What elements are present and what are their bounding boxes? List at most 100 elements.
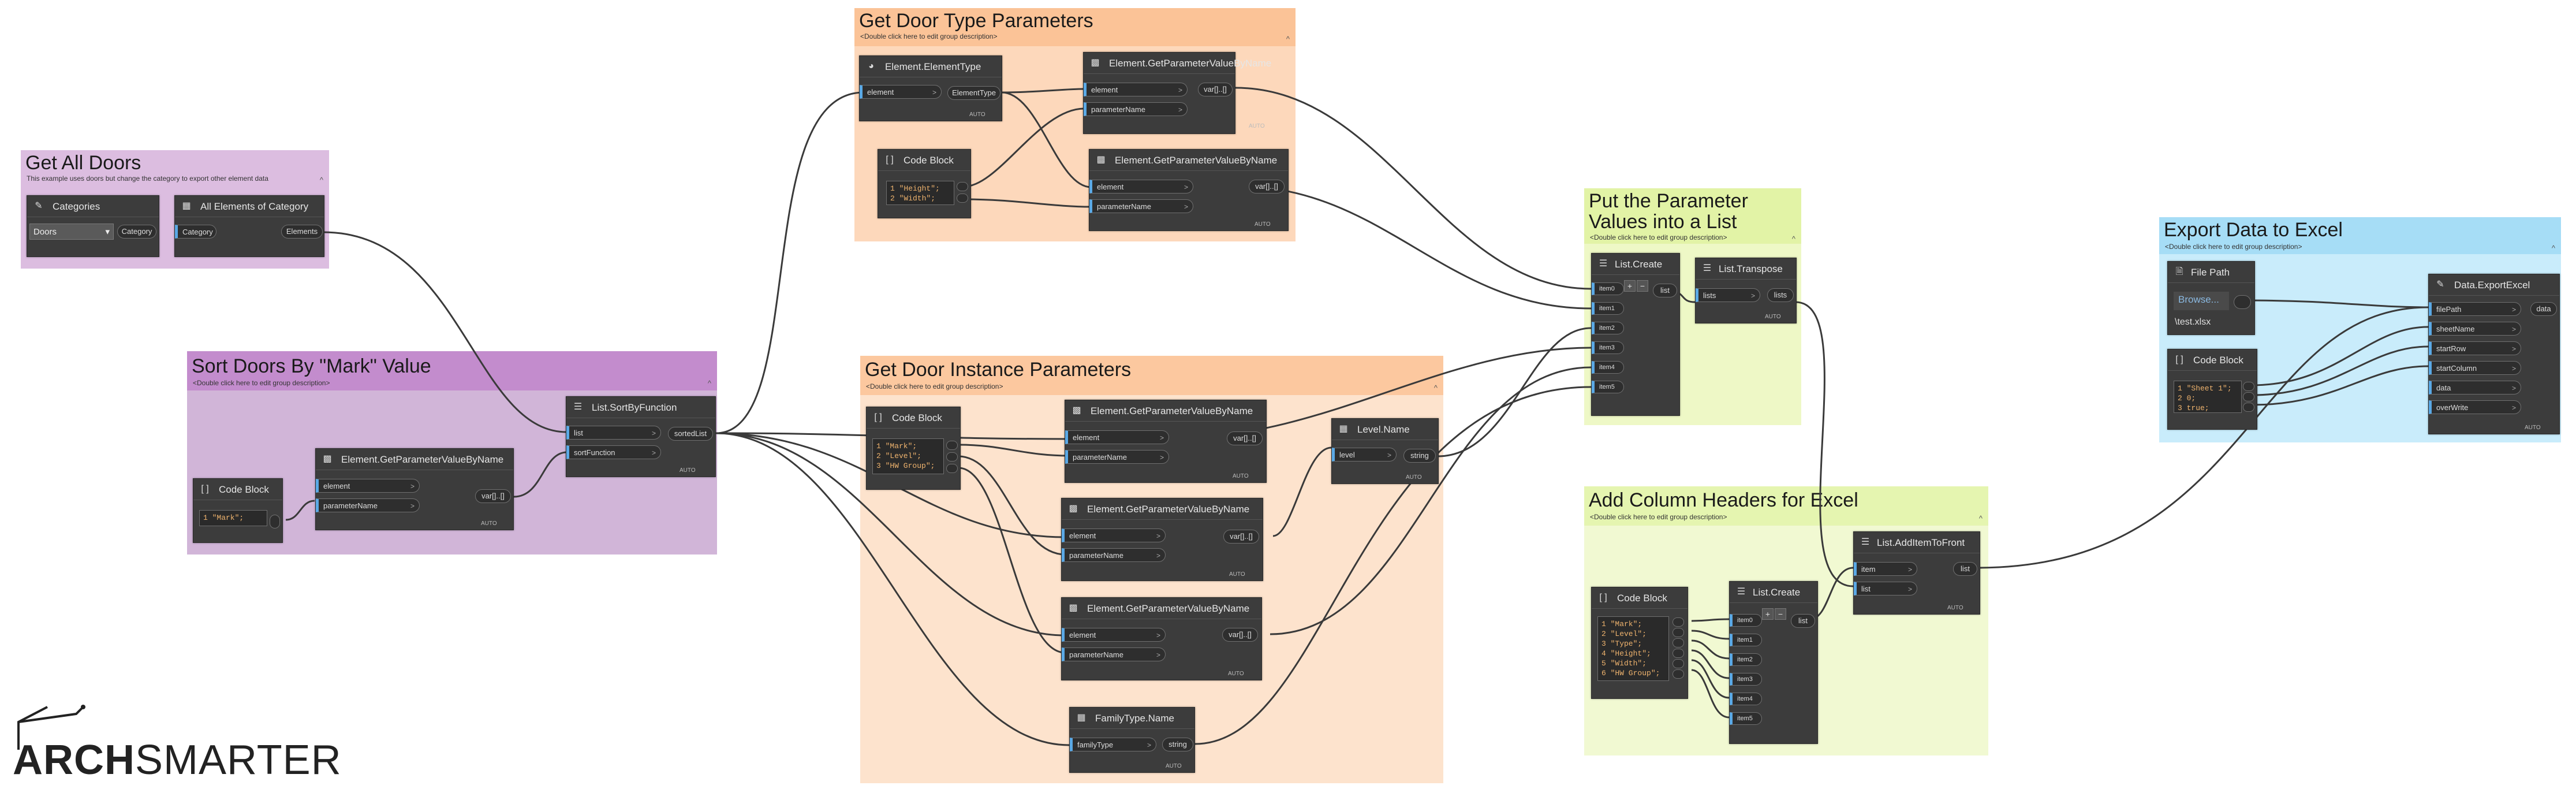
node-element-elementtype[interactable]: ◕ Element.ElementType element> ElementTy… (859, 55, 1002, 121)
collapse-icon[interactable]: ^ (1791, 235, 1795, 243)
node-data-export-excel[interactable]: ✎ Data.ExportExcel filePath> sheetName> … (2428, 274, 2560, 434)
input-port-item3[interactable]: item3 (1730, 673, 1762, 686)
collapse-icon[interactable]: ^ (1433, 384, 1438, 392)
node-list-sort-by-function[interactable]: ☰ List.SortByFunction list> sortFunction… (566, 396, 716, 477)
node-gpv-instance-3[interactable]: ▩ Element.GetParameterValueByName elemen… (1061, 597, 1262, 680)
input-port-filepath[interactable]: filePath> (2429, 302, 2521, 316)
input-port-parametername[interactable]: parameterName> (1062, 548, 1166, 562)
output-port[interactable] (2234, 295, 2251, 309)
collapse-icon[interactable]: ^ (1286, 35, 1290, 43)
code-editor[interactable]: 1 "Mark"; 2 "Level"; 3 "HW Group"; (872, 438, 944, 474)
node-list-add-item-to-front[interactable]: ☰ List.AddItemToFront item> list> list A… (1853, 531, 1980, 615)
group-description[interactable]: <Double click here to edit group descrip… (2165, 243, 2302, 251)
output-port[interactable]: sortedList (668, 427, 713, 441)
collapse-icon[interactable]: ^ (707, 379, 711, 388)
remove-input-button[interactable]: − (1775, 608, 1786, 620)
output-port[interactable]: var[]..[] (1222, 628, 1258, 642)
group-description[interactable]: <Double click here to edit group descrip… (860, 32, 998, 40)
node-gpv-type-2[interactable]: ▩ Element.GetParameterValueByName elemen… (1089, 149, 1289, 231)
node-code-block-type[interactable]: [ ] Code Block 1 "Height"; 2 "Width"; (878, 149, 971, 218)
output-port[interactable]: var[]..[] (1249, 180, 1285, 193)
input-port-sheetname[interactable]: sheetName> (2429, 322, 2521, 336)
group-description[interactable]: <Double click here to edit group descrip… (866, 382, 1003, 390)
output-port[interactable]: Elements (281, 225, 323, 239)
category-dropdown[interactable]: Doors▾ (29, 224, 114, 240)
group-description[interactable]: This example uses doors but change the c… (27, 174, 268, 183)
node-categories[interactable]: ✎ Categories Doors▾ Category (27, 195, 159, 257)
input-port-item5[interactable]: item5 (1592, 381, 1624, 393)
input-port-item0[interactable]: item0 (1592, 282, 1624, 295)
input-port-item2[interactable]: item2 (1592, 322, 1624, 334)
input-port-lists[interactable]: lists> (1696, 288, 1760, 302)
node-code-block-headers[interactable]: [ ] Code Block 1 "Mark"; 2 "Level"; 3 "T… (1591, 587, 1688, 699)
group-description[interactable]: <Double click here to edit group descrip… (1590, 513, 1727, 521)
node-gpv-instance-1[interactable]: ▩ Element.GetParameterValueByName elemen… (1065, 400, 1267, 483)
input-port-list[interactable]: list> (1854, 582, 1917, 596)
node-list-transpose[interactable]: ☰ List.Transpose lists> lists AUTO (1695, 258, 1797, 323)
code-editor[interactable]: 1 "Mark"; 2 "Level"; 3 "Type"; 4 "Height… (1597, 616, 1669, 681)
output-port[interactable]: string (1162, 738, 1193, 751)
input-port-parametername[interactable]: parameterName> (316, 498, 420, 512)
input-port-overwrite[interactable]: overWrite> (2429, 400, 2521, 414)
output-port-1[interactable] (946, 441, 958, 450)
output-port[interactable]: data (2530, 302, 2557, 316)
input-port-list[interactable]: list> (566, 426, 661, 440)
browse-button[interactable]: Browse... (2174, 292, 2229, 310)
output-port[interactable]: list (1653, 284, 1677, 297)
input-port-sortfunction[interactable]: sortFunction> (566, 445, 661, 459)
output-port[interactable]: Category (117, 225, 156, 239)
code-editor[interactable]: 1 "Height"; 2 "Width"; (886, 181, 954, 205)
input-port-parametername[interactable]: parameterName> (1089, 199, 1193, 213)
output-port[interactable]: var[]..[] (475, 489, 511, 503)
input-port-element[interactable]: element> (1065, 430, 1169, 444)
output-port[interactable]: var[]..[] (1198, 83, 1233, 96)
node-list-create-1[interactable]: ☰ List.Create + − item0 item1 item2 item… (1591, 253, 1680, 416)
code-editor[interactable]: 1 "Mark"; (199, 510, 267, 526)
output-port[interactable]: list (1953, 562, 1977, 576)
remove-input-button[interactable]: − (1637, 280, 1648, 292)
output-port[interactable]: lists (1767, 288, 1794, 302)
output-port-2[interactable] (957, 193, 968, 203)
node-code-block-export[interactable]: [ ] Code Block 1 "Sheet 1"; 2 0; 3 true; (2167, 349, 2257, 430)
node-all-elements-of-category[interactable]: ▦ All Elements of Category Category Elem… (174, 195, 324, 257)
input-port-item4[interactable]: item4 (1592, 361, 1624, 374)
input-port-element[interactable]: element> (1062, 529, 1166, 542)
output-port[interactable]: string (1403, 449, 1436, 463)
input-port-element[interactable]: element> (860, 85, 942, 99)
output-port-3[interactable] (1672, 638, 1684, 647)
output-port-1[interactable] (1672, 617, 1684, 627)
input-port-item1[interactable]: item1 (1592, 302, 1624, 315)
input-port-item[interactable]: item> (1854, 562, 1917, 576)
add-input-button[interactable]: + (1624, 280, 1636, 292)
node-code-block-instance[interactable]: [ ] Code Block 1 "Mark"; 2 "Level"; 3 "H… (866, 407, 961, 490)
node-gpv-mark[interactable]: ▩ Element.GetParameterValueByName elemen… (315, 448, 514, 530)
node-familytype-name[interactable]: ▦ FamilyType.Name familyType> string AUT… (1069, 707, 1195, 773)
input-port-element[interactable]: element> (1084, 83, 1188, 96)
node-file-path[interactable]: 🗎 File Path Browse... \test.xlsx (2167, 261, 2255, 335)
output-port-6[interactable] (1672, 669, 1684, 679)
input-port-parametername[interactable]: parameterName> (1065, 450, 1169, 464)
collapse-icon[interactable]: ^ (319, 176, 323, 184)
input-port-level[interactable]: level> (1332, 448, 1397, 462)
input-port-item4[interactable]: item4 (1730, 693, 1762, 705)
output-port-2[interactable] (2243, 392, 2254, 401)
input-port-element[interactable]: element> (316, 479, 420, 493)
add-input-button[interactable]: + (1762, 608, 1774, 620)
input-port-data[interactable]: data> (2429, 381, 2521, 394)
output-port[interactable]: var[]..[] (1227, 431, 1263, 445)
output-port[interactable]: var[]..[] (1223, 530, 1259, 544)
output-port[interactable]: list (1791, 614, 1815, 628)
output-port-2[interactable] (1672, 628, 1684, 637)
output-port-3[interactable] (2243, 403, 2254, 412)
input-port-parametername[interactable]: parameterName> (1084, 102, 1188, 116)
output-port-3[interactable] (946, 464, 958, 473)
input-port-startrow[interactable]: startRow> (2429, 341, 2521, 355)
input-port-startcolumn[interactable]: startColumn> (2429, 361, 2521, 375)
output-port[interactable] (270, 515, 280, 529)
node-gpv-instance-2[interactable]: ▩ Element.GetParameterValueByName elemen… (1061, 498, 1263, 581)
input-port-element[interactable]: element> (1089, 180, 1193, 193)
output-port-1[interactable] (957, 182, 968, 191)
input-port-item1[interactable]: item1 (1730, 634, 1762, 646)
input-port-item2[interactable]: item2 (1730, 653, 1762, 666)
input-port-item3[interactable]: item3 (1592, 341, 1624, 354)
